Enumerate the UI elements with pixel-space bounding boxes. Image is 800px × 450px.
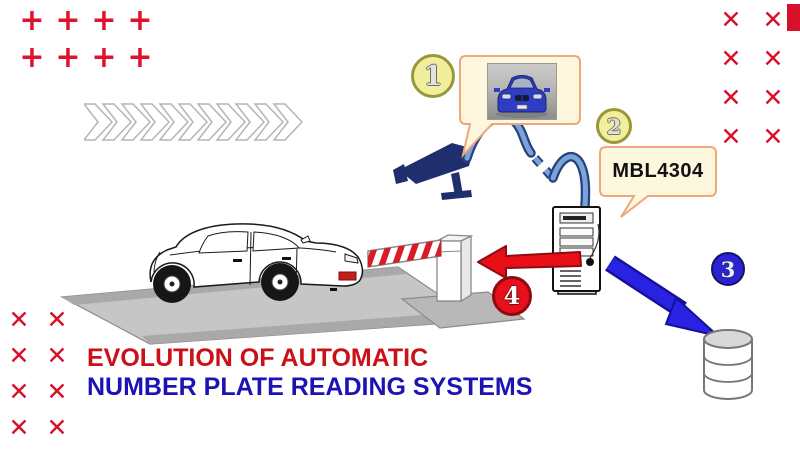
decor-mark: ✕: [762, 44, 784, 73]
step-badge-4-label: 4: [503, 281, 521, 310]
step-badge-2-label: 2: [606, 113, 622, 139]
decor-mark: +: [127, 40, 153, 75]
slide-title: EVOLUTION OF AUTOMATIC NUMBER PLATE READ…: [87, 344, 532, 402]
chevron-row-svg: [82, 103, 304, 141]
plus-pattern-top-left: ++++++++: [14, 2, 158, 76]
decor-mark: ✕: [762, 83, 784, 112]
chevron-decoration: [82, 102, 324, 147]
decor-mark: ✕: [46, 376, 68, 406]
recognized-plate-text: MBL4304: [612, 160, 704, 182]
decor-mark: ✕: [8, 412, 30, 442]
decor-mark: +: [55, 40, 81, 75]
decor-mark: +: [19, 3, 45, 38]
car-illustration: [149, 223, 364, 303]
cctv-camera-icon: [393, 143, 474, 200]
captured-car-photo: [487, 63, 557, 120]
slide-title-line1: EVOLUTION OF AUTOMATIC: [87, 344, 429, 372]
cross-pattern-top-right: ✕ ✕ ✕ ✕ ✕ ✕ ✕ ✕: [710, 0, 794, 156]
plate-bubble: [599, 146, 717, 218]
decor-mark: ✕: [720, 44, 742, 73]
step-badge-4: 4: [492, 276, 532, 316]
camera-cable: [462, 112, 591, 211]
decor-mark: ✕: [46, 412, 68, 442]
blue-arrow: [605, 255, 722, 338]
step-badge-3-label: 3: [720, 256, 736, 282]
decor-mark: ✕: [720, 83, 742, 112]
decor-mark: +: [91, 40, 117, 75]
decor-mark: ✕: [720, 5, 742, 34]
decor-mark: ✕: [46, 304, 68, 334]
decor-mark: +: [55, 3, 81, 38]
car-front-icon: [494, 75, 550, 118]
step-badge-2: 2: [596, 108, 632, 144]
database-cylinder-icon: [703, 329, 753, 400]
step-badge-1: 1: [411, 54, 455, 98]
decor-mark: ✕: [762, 5, 784, 34]
decor-mark: +: [127, 3, 153, 38]
corner-red-mark: [787, 4, 800, 31]
decor-mark: ✕: [762, 122, 784, 151]
step-badge-3: 3: [711, 252, 745, 286]
decor-mark: +: [19, 40, 45, 75]
decor-mark: ✕: [8, 340, 30, 370]
decor-mark: ✕: [720, 122, 742, 151]
decor-mark: ✕: [8, 304, 30, 334]
cross-pattern-bottom-left: ✕ ✕ ✕ ✕ ✕ ✕ ✕ ✕: [0, 301, 76, 445]
computer-tower-icon: [552, 206, 601, 295]
slide-title-line2: NUMBER PLATE READING SYSTEMS: [87, 373, 533, 401]
decor-mark: ✕: [8, 376, 30, 406]
decor-mark: ✕: [46, 340, 68, 370]
decor-mark: +: [91, 3, 117, 38]
step-badge-1-label: 1: [423, 60, 443, 92]
